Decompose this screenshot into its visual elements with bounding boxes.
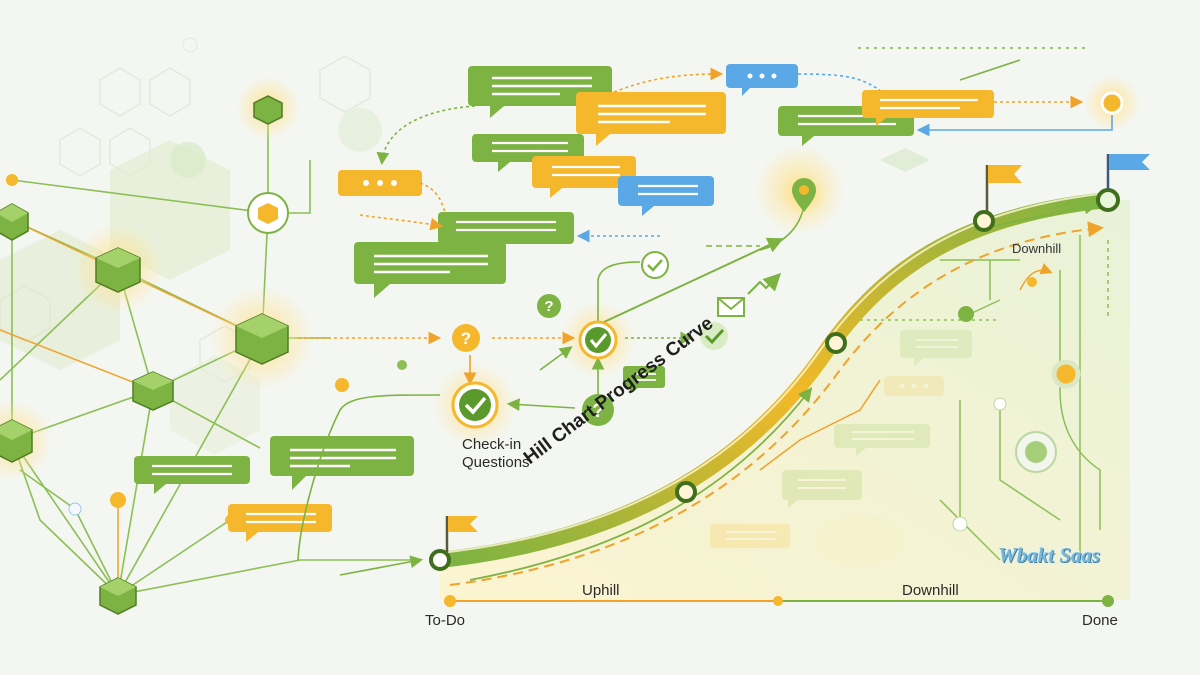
curve-marker: [973, 210, 995, 232]
cube-node-icon: [132, 371, 174, 411]
speech-bubble-icon: [438, 212, 574, 244]
check-icon: [641, 251, 669, 279]
downhill-axis-label: Downhill: [902, 582, 959, 599]
flow-connectors: [297, 47, 1113, 576]
curve-marker: [675, 481, 697, 503]
speech-bubble-icon: [338, 170, 422, 196]
curve-marker: [825, 332, 847, 354]
question-icon: ?: [537, 294, 561, 318]
cube-node-icon: [99, 577, 137, 615]
glow-spots: [0, 75, 1140, 480]
uphill-label: Uphill: [582, 582, 620, 599]
svg-text:?: ?: [461, 329, 471, 348]
curve-marker: [1096, 188, 1120, 212]
status-dots: [335, 91, 1124, 532]
speech-bubble-icon: [472, 134, 584, 172]
speech-bubble-icon: [726, 64, 798, 96]
speech-bubble-icon: [532, 156, 636, 198]
downhill-curve-label: Downhill: [1012, 241, 1062, 256]
envelope-icon: [717, 297, 745, 317]
flag-icon: [445, 516, 478, 552]
flag-icon: [985, 165, 1022, 212]
done-label: Done: [1082, 612, 1118, 629]
cube-node-icon: [95, 247, 141, 293]
question-icon: ?: [582, 394, 614, 426]
checkin-questions-label: Check-in Questions: [462, 436, 530, 472]
check-icon: [578, 320, 618, 360]
hill-connectors: [759, 235, 1109, 561]
trend-arrow-icon: [747, 272, 782, 295]
speech-bubble-icon: [623, 366, 665, 394]
cube-node-icon: [235, 313, 289, 365]
speech-bubble-icon: [228, 504, 332, 542]
speech-bubble-icon: [270, 436, 414, 490]
checkin-label-line1: Check-in: [462, 436, 522, 453]
location-pin-icon: [782, 173, 826, 217]
check-icon: [700, 322, 728, 350]
speech-bubble-icon: [618, 176, 714, 216]
speech-bubble-icon: [576, 92, 726, 146]
question-icon: ?: [452, 324, 480, 352]
cube-node-icon: [0, 203, 29, 241]
speech-bubble-icon: [134, 456, 250, 494]
hill-area: [440, 200, 1130, 600]
flag-icon: [1106, 154, 1150, 190]
check-icon: [451, 381, 499, 429]
progress-axis: [444, 595, 1114, 607]
svg-text:?: ?: [544, 298, 553, 315]
todo-label: To-Do: [425, 612, 466, 629]
curve-marker: [429, 549, 451, 571]
checkin-label-line2: Questions: [462, 454, 530, 471]
speech-bubble-icon: [354, 242, 506, 298]
cube-node-icon: [247, 192, 289, 234]
svg-text:?: ?: [592, 401, 604, 422]
cube-node-icon: [253, 95, 283, 125]
cube-node-icon: [0, 419, 33, 463]
speech-bubble-icon: [862, 90, 994, 126]
watermark-logo: Wbakt Saas: [998, 543, 1101, 567]
